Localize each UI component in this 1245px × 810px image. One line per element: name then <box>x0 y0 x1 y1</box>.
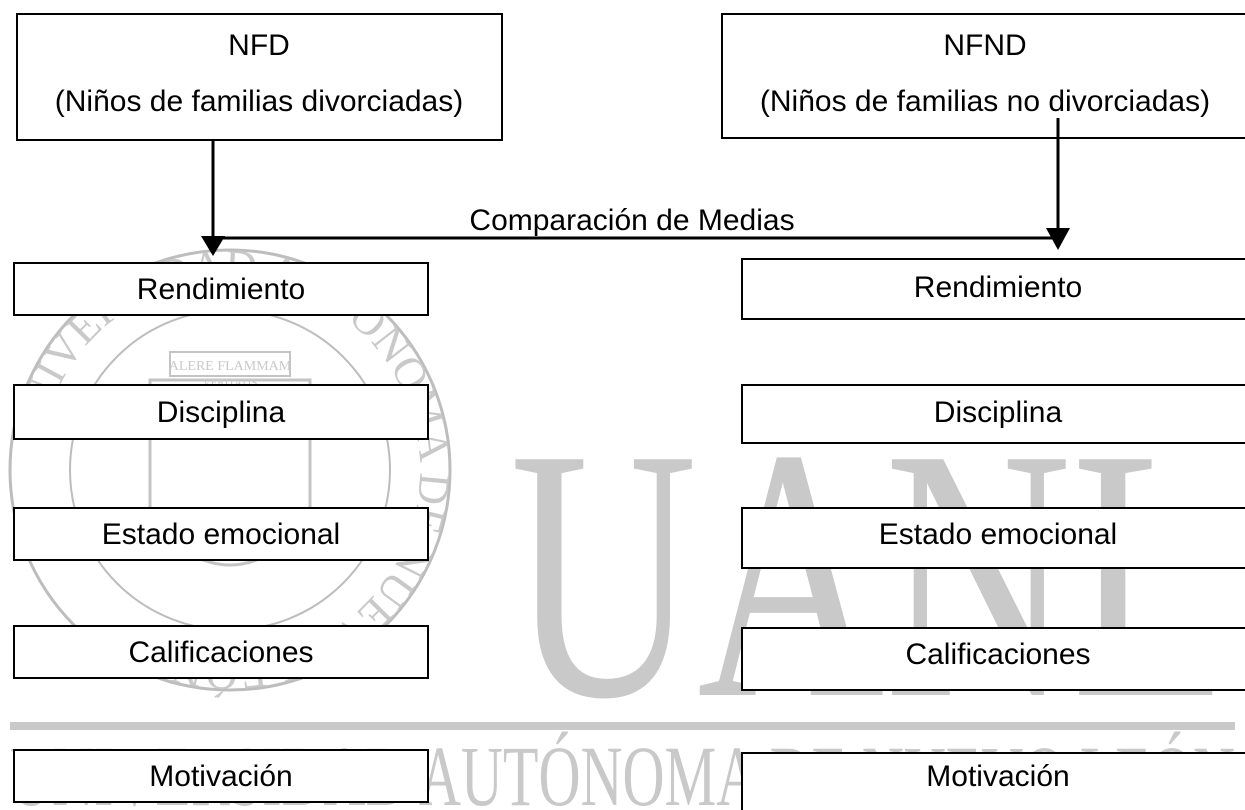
var-right-box-motivacion <box>741 752 1245 810</box>
var-right-box-rendimiento <box>741 258 1245 320</box>
var-right-label-rendimiento: Rendimiento <box>914 271 1082 304</box>
group-box-right: NFND (Niños de familias no divorciadas) <box>721 13 1245 139</box>
var-left-label-motivacion: Motivación <box>149 760 292 793</box>
var-right-box-estado-emocional <box>741 507 1245 569</box>
var-right-box-disciplina <box>741 384 1245 444</box>
seal-outer-ring <box>8 248 452 692</box>
var-right-label-estado-emocional: Estado emocional <box>879 518 1117 551</box>
group-box-left: NFD (Niños de familias divorciadas) <box>16 13 503 141</box>
var-right-label-disciplina: Disciplina <box>934 396 1063 429</box>
var-left-box-calificaciones <box>13 625 429 679</box>
variables-right: Rendimiento Disciplina Estado emocional … <box>741 258 1245 810</box>
group-box-right-frame <box>721 13 1245 139</box>
watermark-divider <box>10 722 1235 730</box>
var-left-label-calificaciones: Calificaciones <box>128 636 313 669</box>
var-left-box-rendimiento <box>13 262 429 316</box>
var-left-box-motivacion <box>13 749 429 803</box>
group-right-code: NFND <box>943 29 1026 62</box>
group-left-code: NFD <box>228 29 290 62</box>
var-right-label-motivacion: Motivación <box>926 760 1069 793</box>
group-box-left-frame <box>16 13 503 141</box>
group-left-description: (Niños de familias divorciadas) <box>55 85 464 118</box>
var-left-label-rendimiento: Rendimiento <box>137 273 305 306</box>
arrow-down-right-icon <box>1046 228 1070 250</box>
var-left-label-disciplina: Disciplina <box>157 396 286 429</box>
connectors: Comparación de Medias <box>201 118 1070 256</box>
var-left-box-estado-emocional <box>13 507 429 561</box>
seal-inner-ring <box>69 309 391 631</box>
var-right-box-calificaciones <box>741 627 1245 691</box>
var-left-label-estado-emocional: Estado emocional <box>102 518 340 551</box>
arrow-down-left-icon <box>201 236 225 256</box>
connector-label: Comparación de Medias <box>469 204 794 237</box>
group-right-description: (Niños de familias no divorciadas) <box>760 85 1210 118</box>
var-right-label-calificaciones: Calificaciones <box>905 638 1090 671</box>
seal-motto-banner <box>169 351 291 377</box>
var-left-box-disciplina <box>13 384 429 440</box>
seal-motto-line1: ALERE FLAMMAM <box>169 359 292 374</box>
variables-left: Rendimiento Disciplina Estado emocional … <box>13 262 429 803</box>
